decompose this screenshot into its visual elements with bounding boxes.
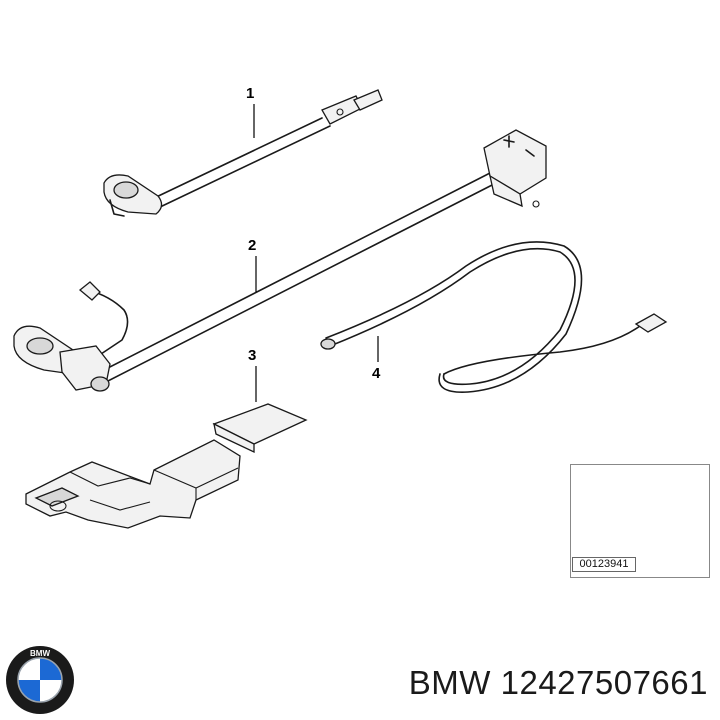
svg-text:4: 4 (372, 365, 381, 382)
part-4-cable (320, 241, 668, 393)
svg-text:1: 1 (246, 85, 254, 102)
bmw-roundel-icon: BMW (6, 646, 74, 714)
vehicle-inset-frame (570, 464, 710, 578)
part-3-cover (25, 403, 308, 529)
callout-1: 1 (246, 85, 255, 138)
svg-text:3: 3 (248, 347, 256, 364)
svg-text:2: 2 (248, 237, 256, 254)
part-2-cable (13, 129, 547, 392)
callout-4: 4 (372, 336, 381, 382)
part-1-cable (103, 89, 383, 217)
footer-part-label: BMW 12427507661 (408, 664, 708, 701)
logo-lettering: BMW (30, 649, 50, 658)
inset-code: 00123941 (572, 557, 636, 572)
callout-3: 3 (248, 347, 257, 402)
callout-2: 2 (248, 237, 257, 292)
